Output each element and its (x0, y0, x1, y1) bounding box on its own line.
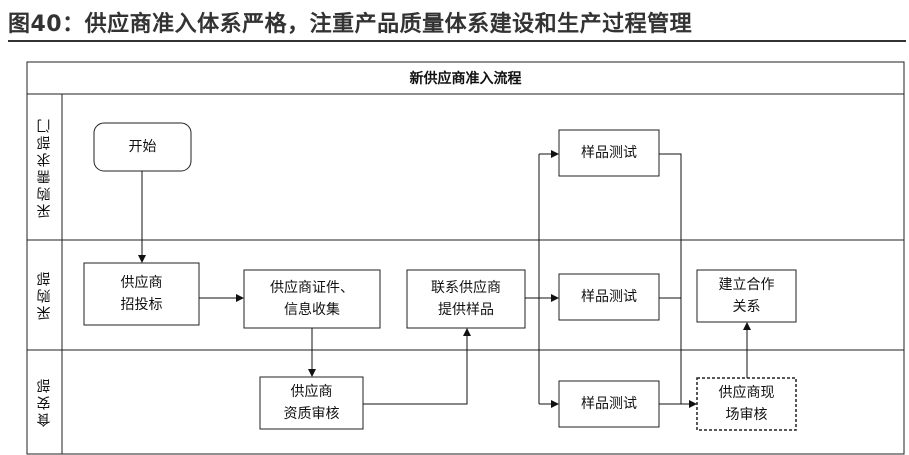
test1-label: 样品测试 (581, 145, 637, 161)
diagram-header: 新供应商准入流程 (409, 71, 522, 87)
lane-label-procurement-demand: 采购需求部门 (36, 116, 53, 218)
test1-node (558, 129, 660, 177)
lane-label-food-safety: 食安部 (36, 376, 53, 428)
qual-label: 供应商 资质审核 (283, 384, 340, 422)
figure-title: 图40：供应商准入体系严格，注重产品质量体系建设和生产过程管理 (8, 12, 693, 37)
test3-node (558, 380, 660, 428)
bidding-node (83, 262, 200, 326)
cert-label: 供应商证件、 信息收集 (270, 280, 354, 318)
contact-label: 联系供应商 提供样品 (431, 280, 501, 318)
start-label: 开始 (128, 139, 157, 155)
diagram-frame (26, 61, 905, 455)
test2-label: 样品测试 (581, 289, 637, 305)
lane-label-procurement: 采购部 (36, 269, 53, 321)
coop-label: 建立合作 关系 (718, 277, 775, 315)
edge-qual-contact (363, 328, 471, 405)
coop-node (696, 269, 797, 323)
edge-test1-merge (659, 153, 682, 404)
test2-node (558, 273, 660, 321)
audit-label: 供应商现 场审核 (718, 385, 775, 423)
audit-node (696, 377, 797, 431)
test3-label: 样品测试 (581, 396, 637, 412)
bidding-label: 供应商 招投标 (120, 275, 163, 313)
qual-node (259, 376, 364, 430)
title-underline (8, 40, 906, 42)
